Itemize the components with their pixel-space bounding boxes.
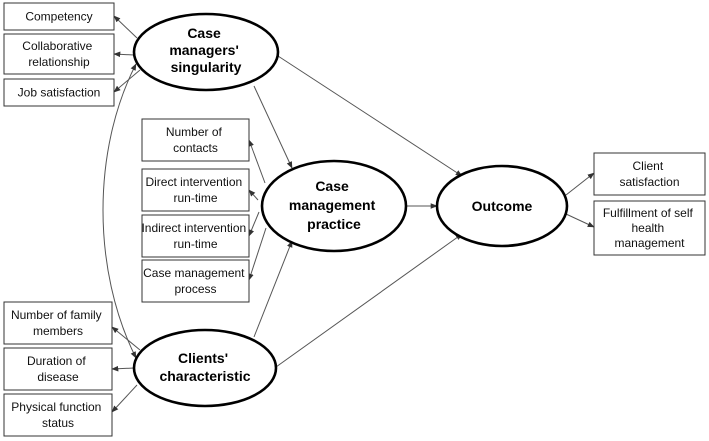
correlation-singularity-clients <box>102 63 137 359</box>
box-case-management-process: Case management process <box>141 259 250 303</box>
case-managers-singularity-label: Case managers' singularity <box>169 25 242 75</box>
box-number-of-family-members: Number of family members <box>3 301 113 345</box>
arrow-clients-outcome <box>275 233 463 368</box>
box-direct-intervention: Direct intervention run-time <box>141 168 250 212</box>
arrow-outcome-self-health <box>565 213 595 228</box>
arrow-singularity-job-satisfaction <box>113 69 141 93</box>
box-indirect-intervention: Indirect intervention run-time <box>141 214 250 258</box>
arrow-clients-family <box>111 326 141 351</box>
indirect-intervention-label: Indirect intervention run-time <box>141 221 249 251</box>
arrow-clients-practice <box>253 240 293 338</box>
arrow-singularity-competency <box>113 15 138 39</box>
number-of-family-members-label: Number of family members <box>11 308 105 338</box>
arrow-singularity-practice <box>253 85 293 169</box>
collaborative-relationship-label: Collaborative relationship <box>22 39 95 69</box>
case-management-process-label: Case management process <box>143 266 248 296</box>
connectors <box>102 15 595 413</box>
arrow-practice-contacts <box>248 139 266 184</box>
case-management-practice-label: Case management practice <box>289 178 379 232</box>
arrow-practice-indirect <box>248 211 260 237</box>
outcome-label: Outcome <box>472 198 533 214</box>
arrow-singularity-collaborative <box>113 51 135 58</box>
client-satisfaction-label: Client satisfaction <box>619 159 679 189</box>
arrow-outcome-client-satisfaction <box>565 172 595 196</box>
arrow-singularity-outcome <box>277 55 463 177</box>
construct-outcome: Outcome <box>435 164 569 248</box>
box-physical-function-status: Physical function status <box>3 393 113 437</box>
construct-case-management-practice: Case management practice <box>260 159 408 253</box>
arrow-practice-process <box>248 227 267 281</box>
box-competency: Competency <box>3 2 115 31</box>
competency-label: Competency <box>25 10 92 24</box>
arrow-clients-physical <box>111 384 138 413</box>
direct-intervention-label: Direct intervention run-time <box>145 175 245 205</box>
box-client-satisfaction: Client satisfaction <box>593 152 706 196</box>
clients-characteristic-label: Clients' characteristic <box>159 350 250 384</box>
arrow-practice-direct <box>248 189 259 201</box>
box-collaborative-relationship: Collaborative relationship <box>3 33 115 75</box>
box-number-of-contacts: Number of contacts <box>141 118 250 162</box>
box-duration-of-disease: Duration of disease <box>3 347 113 391</box>
number-of-contacts-label: Number of contacts <box>166 125 225 155</box>
arrow-clients-duration <box>111 365 135 372</box>
duration-of-disease-label: Duration of disease <box>27 354 89 384</box>
box-job-satisfaction: Job satisfaction <box>3 78 115 107</box>
physical-function-status-label: Physical function status <box>11 400 104 430</box>
self-health-management-label: Fulfillment of self health management <box>603 206 696 250</box>
construct-case-managers-singularity: Case managers' singularity <box>132 12 280 92</box>
construct-clients-characteristic: Clients' characteristic <box>132 328 278 408</box>
job-satisfaction-label: Job satisfaction <box>18 86 101 100</box>
box-self-health-management: Fulfillment of self health management <box>593 200 706 256</box>
